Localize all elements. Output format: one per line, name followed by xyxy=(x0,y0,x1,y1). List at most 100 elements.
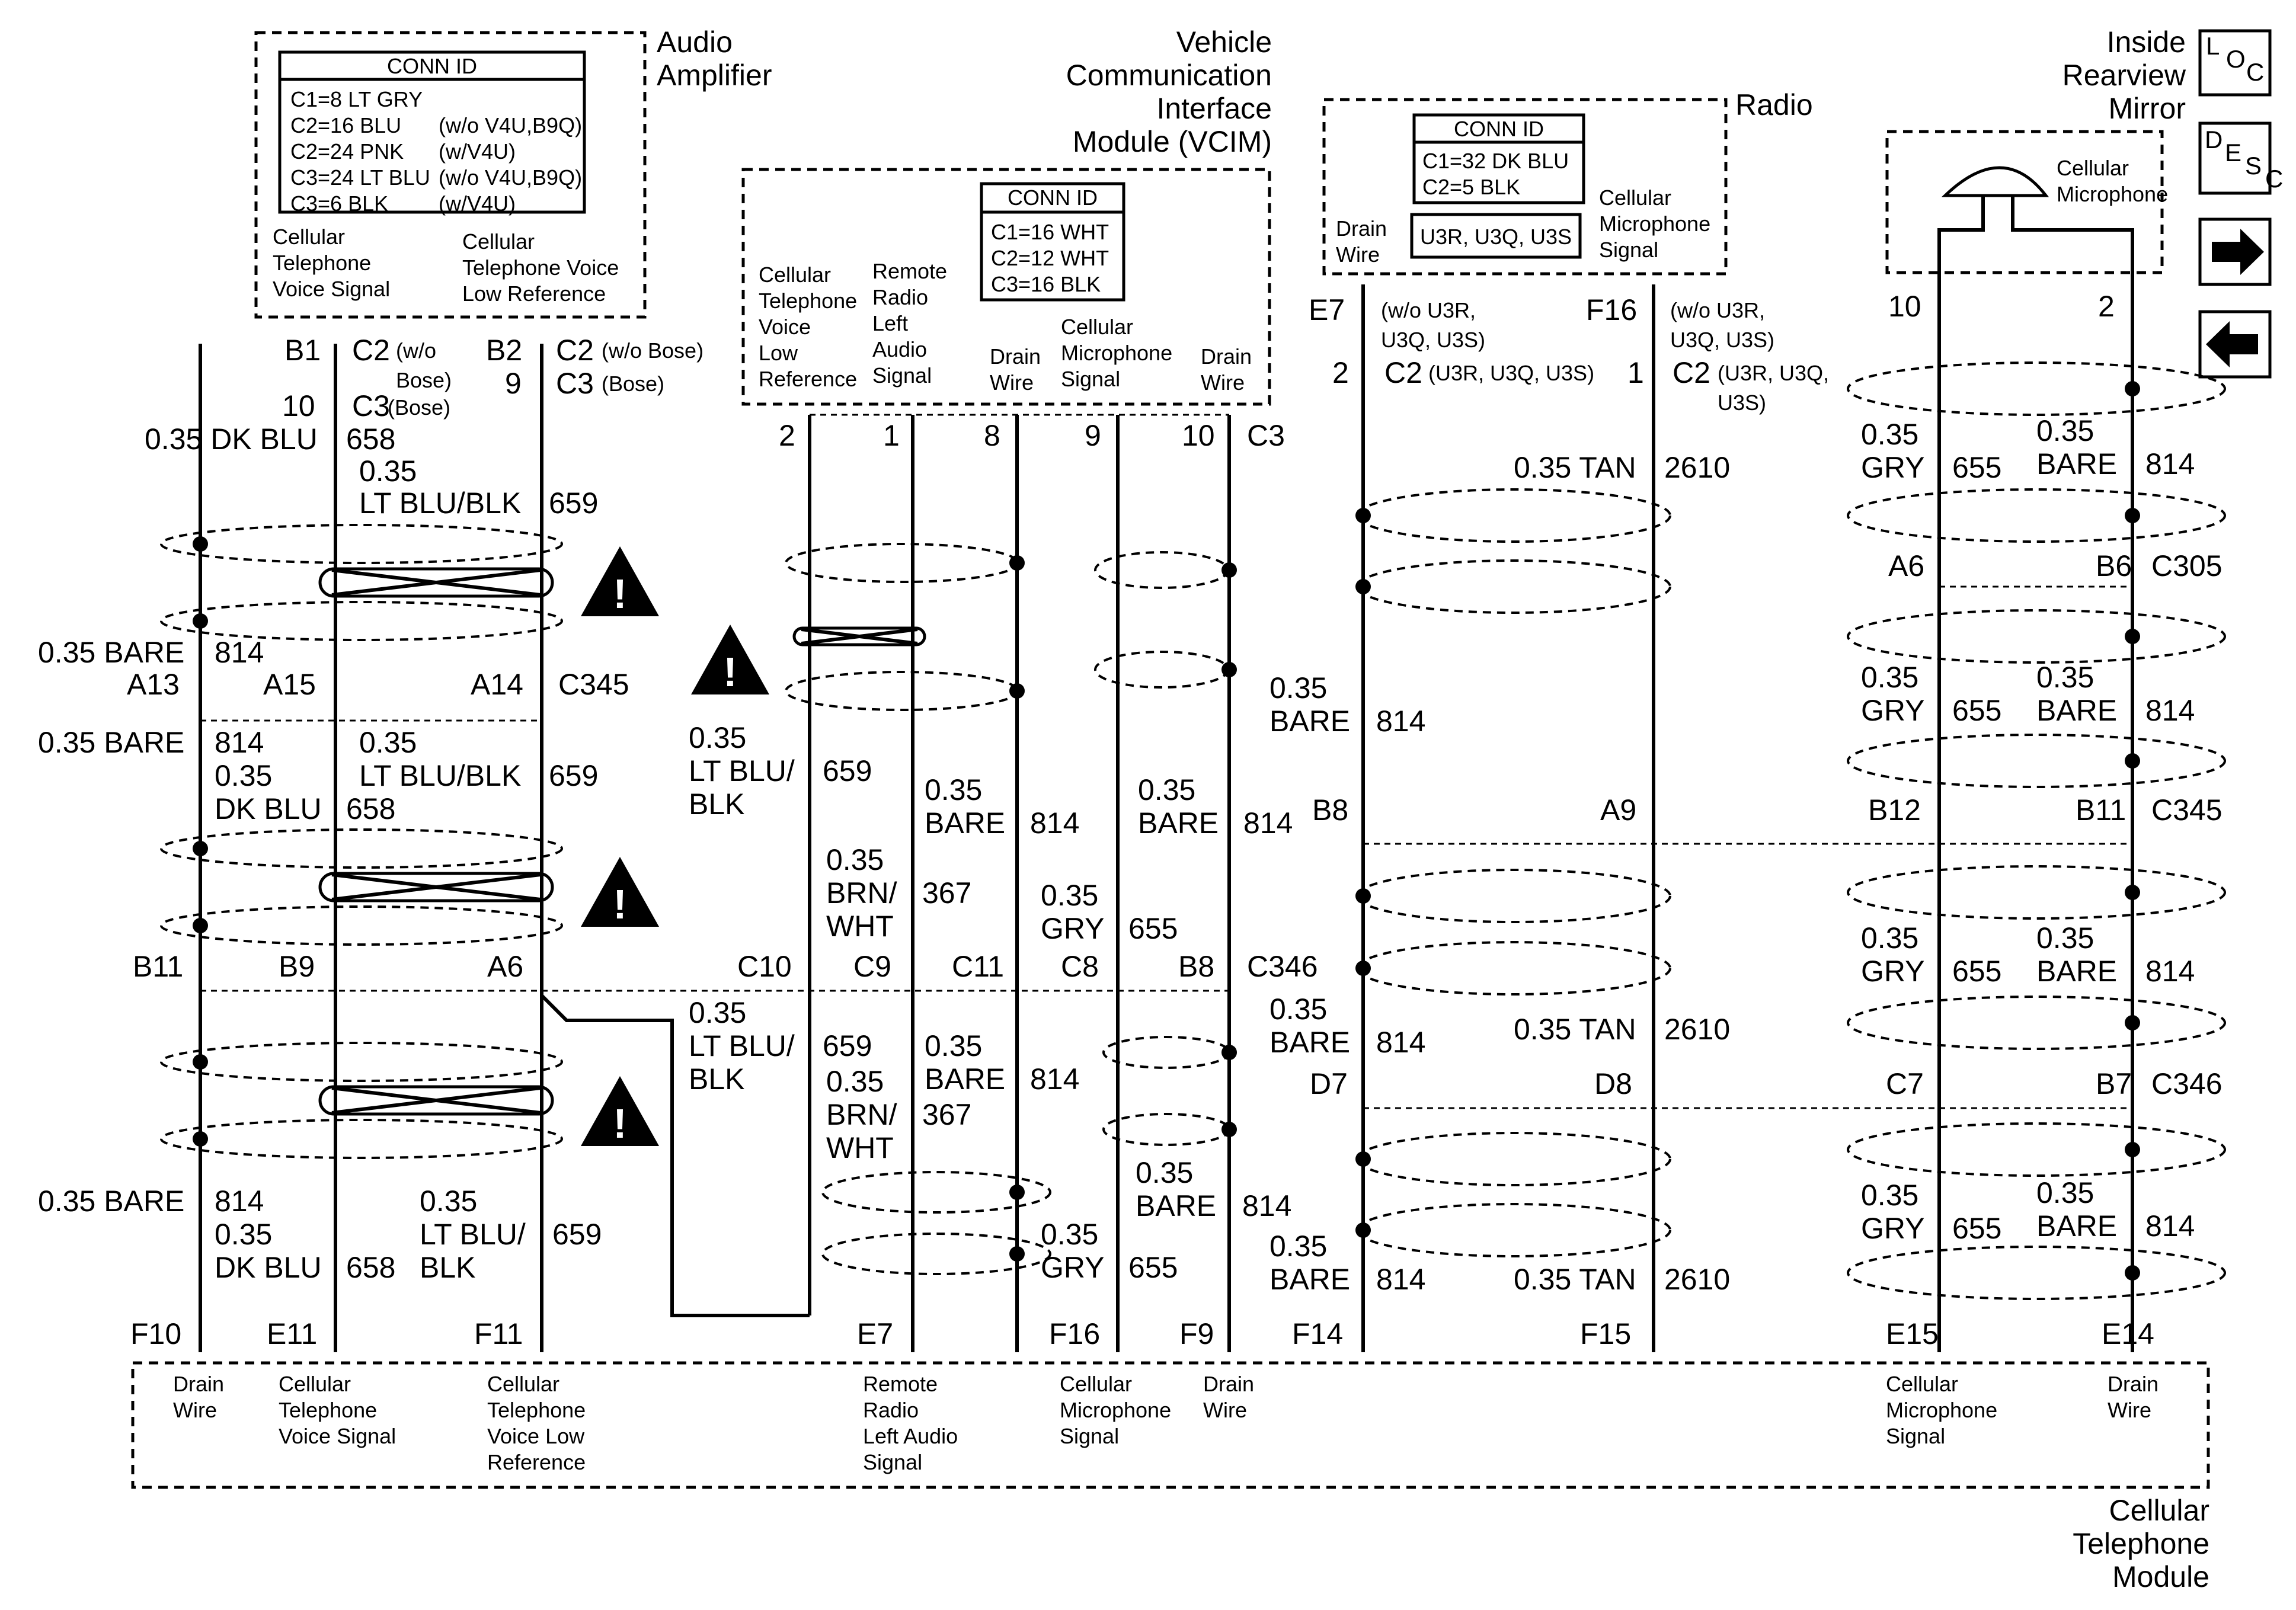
wire-label: BRN/ xyxy=(826,1098,897,1131)
nav-desc-icon[interactable] xyxy=(2198,121,2272,195)
wire-label: BARE xyxy=(925,1062,1005,1096)
wire-label: BRN/ xyxy=(826,876,897,910)
wire-label: 0.35 xyxy=(1138,773,1195,806)
wire-label: C9 xyxy=(853,950,891,983)
amp-conn-id-options: (w/o V4U,B9Q)(w/V4U)(w/o V4U,B9Q)(w/V4U) xyxy=(439,113,582,216)
wire-label: U3Q, U3S) xyxy=(1670,328,1774,352)
wire-label: 814 xyxy=(1376,1026,1425,1059)
wire-label: 367 xyxy=(922,1098,971,1131)
nav-next-icon[interactable] xyxy=(2198,217,2272,286)
wire-label: B7 xyxy=(2096,1067,2132,1100)
warning-icon: ! xyxy=(581,1076,659,1147)
amp-conn-id-box xyxy=(278,50,586,214)
wire-label: BARE xyxy=(1269,1026,1350,1059)
wire-label: A14 xyxy=(471,668,523,701)
wire-label: 658 xyxy=(346,1251,395,1284)
wire-label: 0.35 TAN xyxy=(1514,1013,1636,1046)
nav-loc-icon[interactable] xyxy=(2198,29,2272,97)
wire-label: BARE xyxy=(1269,1263,1350,1296)
warning-icon: ! xyxy=(581,546,659,617)
wire-label: BARE xyxy=(925,806,1005,840)
wire-label: 0.35 xyxy=(359,454,417,488)
wire-label: (w/o U3R, xyxy=(1670,298,1765,322)
microphone-icon xyxy=(1941,166,2049,197)
wire-label: 659 xyxy=(549,486,598,520)
svg-text:!: ! xyxy=(613,1100,626,1147)
wire-label: D7 xyxy=(1310,1067,1348,1100)
audio-amplifier-box xyxy=(254,31,647,319)
wire-label: 0.35 xyxy=(925,1029,982,1062)
wire-label: B12 xyxy=(1868,793,1921,827)
wire-label: B1 xyxy=(284,334,321,367)
wire-label: 0.35 BARE xyxy=(38,1185,184,1218)
wire-label: 0.35 xyxy=(1269,993,1327,1026)
wire-label: 0.35 xyxy=(689,996,746,1029)
wire-label: 367 xyxy=(922,876,971,910)
wire-label: A13 xyxy=(127,668,180,701)
wire-label: (U3R, U3Q, xyxy=(1718,361,1829,385)
wire-label: C346 xyxy=(2151,1067,2223,1100)
wire-label: E7 xyxy=(857,1317,893,1350)
wire-label: 0.35 xyxy=(925,773,982,806)
wire-label: 0.35 xyxy=(1041,1218,1098,1251)
wire-label: 814 xyxy=(2145,1209,2195,1243)
wire-label: 0.35 BARE xyxy=(38,726,184,759)
wire-label: 0.35 TAN xyxy=(1514,1263,1636,1296)
wire-label: BARE xyxy=(1269,705,1350,738)
wire-label: 814 xyxy=(215,726,264,759)
wire-label: 1 xyxy=(1627,356,1644,389)
wire-label: GRY xyxy=(1041,912,1104,945)
wire-label: BARE xyxy=(1138,806,1219,840)
wire-label: C3 xyxy=(1247,419,1285,452)
mirror-box xyxy=(1885,130,2164,274)
wire-label: BLK xyxy=(689,788,745,821)
wire-label: B11 xyxy=(133,950,183,983)
radio-conn-id-box xyxy=(1412,113,1585,204)
wire-label: C11 xyxy=(952,950,1004,983)
wire-label: F11 xyxy=(474,1317,523,1350)
wire-label: C2 xyxy=(556,334,594,367)
wire-label: LT BLU/BLK xyxy=(359,486,521,520)
wire-label: 1 xyxy=(883,419,900,452)
wire-label: C345 xyxy=(558,668,629,701)
wire-label: GRY xyxy=(1861,1212,1924,1245)
wire-label: 658 xyxy=(346,792,395,825)
wire-label: 0.35 xyxy=(1269,1230,1327,1263)
wire-label: 8 xyxy=(984,419,1000,452)
wire-label: F16 xyxy=(1586,293,1637,327)
wire-label: 655 xyxy=(1128,1251,1178,1284)
wire-label: GRY xyxy=(1041,1251,1104,1284)
wire-label: 0.35 xyxy=(2036,1176,2094,1209)
wire-label: 10 xyxy=(282,389,315,422)
wire-label: 0.35 xyxy=(2036,921,2094,955)
wire-label: DK BLU xyxy=(215,792,322,825)
wire-label: 814 xyxy=(2145,447,2195,481)
wire-label: (U3R, U3Q, U3S) xyxy=(1428,361,1594,385)
connectors xyxy=(200,414,2132,1109)
nav-prev-icon[interactable] xyxy=(2198,310,2272,379)
wire-label: 655 xyxy=(1952,955,2001,988)
ctm-box xyxy=(131,1361,2210,1489)
wire-label: 2610 xyxy=(1664,1263,1730,1296)
wire-label: LT BLU/BLK xyxy=(359,759,521,792)
wire-label: 659 xyxy=(549,759,598,792)
wire-label: 0.35 TAN xyxy=(1514,451,1636,484)
wire-label: 659 xyxy=(823,1029,872,1062)
wire-label: C2 xyxy=(1384,356,1422,389)
wire-label: A15 xyxy=(263,668,316,701)
wire-label: 2 xyxy=(779,419,795,452)
wire-label: 814 xyxy=(215,636,264,669)
